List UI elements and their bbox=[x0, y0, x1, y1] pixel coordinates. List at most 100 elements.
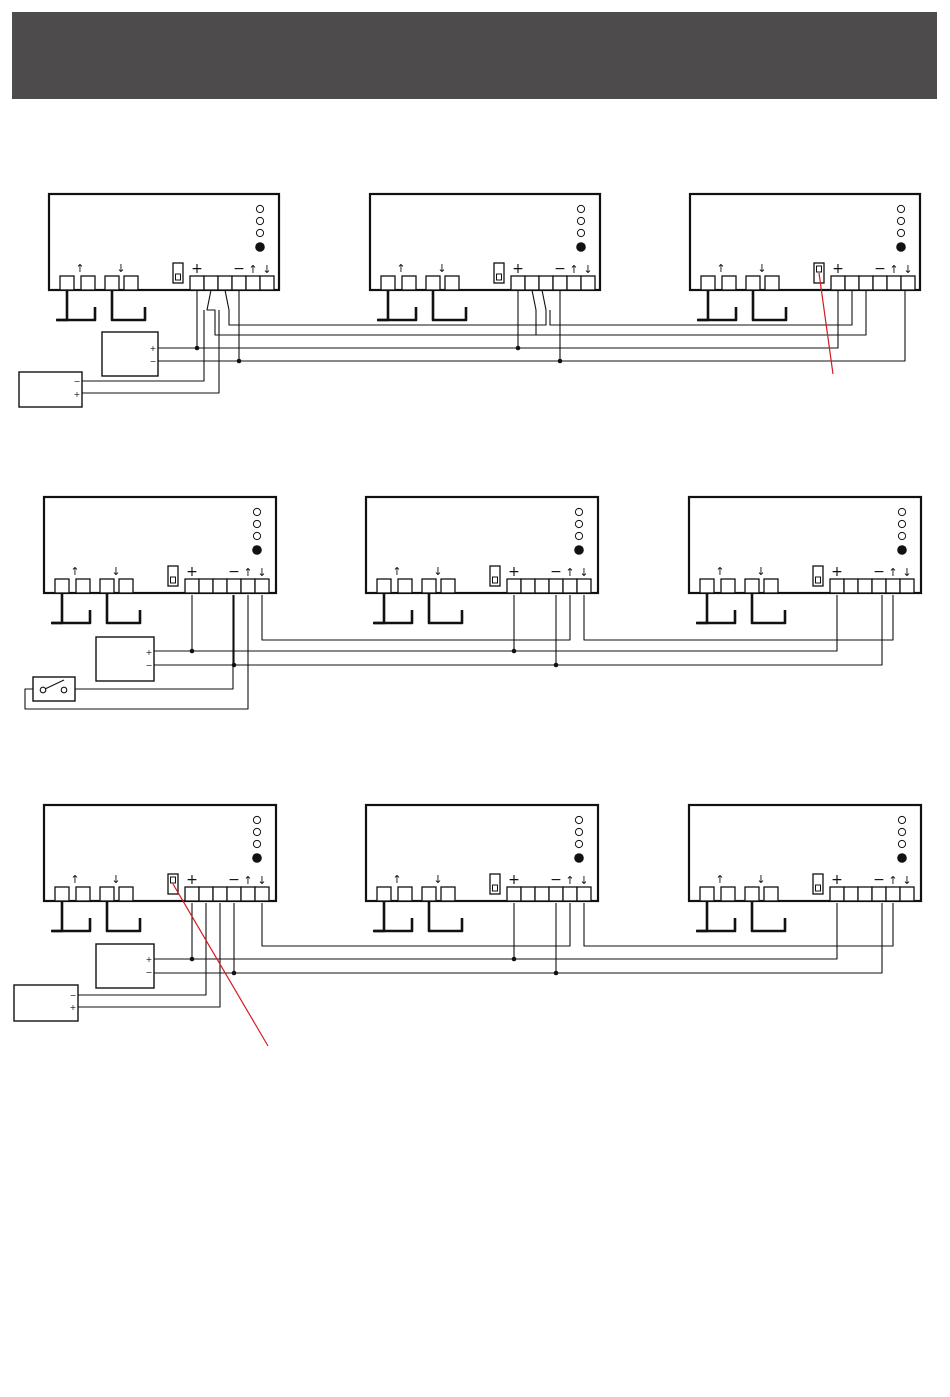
down-arrow-icon: ↓ bbox=[433, 565, 442, 578]
power-supply bbox=[96, 944, 154, 988]
control-terminal bbox=[218, 276, 232, 290]
status-led-off bbox=[577, 229, 584, 236]
minus-small: − bbox=[150, 357, 157, 366]
control-terminal bbox=[577, 579, 591, 593]
status-led-off bbox=[898, 508, 905, 515]
minus-small: − bbox=[146, 661, 153, 670]
dip-switch-lever bbox=[493, 885, 498, 891]
dip-switch-lever bbox=[171, 877, 176, 883]
motor-terminal bbox=[76, 887, 90, 901]
dip-switch-lever bbox=[171, 577, 176, 583]
status-led-off bbox=[256, 217, 263, 224]
control-terminal bbox=[535, 579, 549, 593]
control-terminal bbox=[507, 887, 521, 901]
wiring-diagram-2: ↑↓+−↑↓↑↓+−↑↓↑↓+−↑↓+− bbox=[25, 497, 921, 709]
motor-terminal bbox=[76, 579, 90, 593]
motor-terminal bbox=[441, 887, 455, 901]
status-led-off bbox=[898, 828, 905, 835]
motor-lead bbox=[374, 610, 412, 623]
motor-lead bbox=[378, 307, 416, 320]
control-terminal bbox=[563, 887, 577, 901]
status-led-on bbox=[896, 242, 906, 252]
motor-lead bbox=[107, 594, 140, 623]
motor-lead bbox=[696, 594, 707, 623]
status-led-off bbox=[898, 840, 905, 847]
controller-unit-5: ↑↓+−↑↓ bbox=[366, 497, 598, 623]
down-arrow-icon: ↓ bbox=[757, 262, 766, 275]
plus-small: + bbox=[74, 390, 81, 399]
control-terminal bbox=[886, 887, 900, 901]
plus-symbol: + bbox=[191, 261, 203, 277]
motor-terminal bbox=[124, 276, 138, 290]
control-terminal bbox=[900, 579, 914, 593]
motor-terminal bbox=[381, 276, 395, 290]
control-terminal bbox=[549, 579, 563, 593]
status-led-off bbox=[898, 816, 905, 823]
status-led-off bbox=[256, 205, 263, 212]
down-arrow-icon: ↓ bbox=[579, 874, 588, 887]
up-arrow-icon: ↑ bbox=[243, 874, 252, 887]
wiring-diagram-1: ↑↓+−↑↓↑↓+−↑↓↑↓+−↑↓+−−+ bbox=[19, 194, 920, 407]
power-supply-box bbox=[102, 332, 158, 376]
down-arrow-icon: ↓ bbox=[257, 874, 266, 887]
up-arrow-icon: ↑ bbox=[248, 263, 257, 276]
control-terminal bbox=[858, 887, 872, 901]
status-led-off bbox=[253, 520, 260, 527]
status-led-on bbox=[897, 853, 907, 863]
control-terminal bbox=[567, 276, 581, 290]
control-terminal bbox=[199, 579, 213, 593]
control-terminal bbox=[255, 579, 269, 593]
motor-lead bbox=[429, 594, 462, 623]
external-supply bbox=[14, 985, 78, 1021]
minus-small: − bbox=[70, 991, 77, 1000]
down-arrow-icon: ↓ bbox=[437, 262, 446, 275]
down-arrow-icon: ↓ bbox=[262, 263, 271, 276]
wire bbox=[234, 903, 882, 973]
control-terminal bbox=[563, 579, 577, 593]
plus-symbol: + bbox=[831, 872, 843, 888]
junction-dot bbox=[512, 957, 517, 962]
controller-unit-7: ↑↓+−↑↓ bbox=[44, 805, 276, 931]
control-terminal bbox=[232, 276, 246, 290]
motor-terminal bbox=[377, 887, 391, 901]
junction-dot bbox=[512, 649, 517, 654]
control-terminal bbox=[227, 579, 241, 593]
motor-terminal bbox=[100, 887, 114, 901]
down-arrow-icon: ↓ bbox=[756, 565, 765, 578]
down-arrow-icon: ↓ bbox=[902, 566, 911, 579]
motor-terminal bbox=[441, 579, 455, 593]
dip-switch-lever bbox=[816, 577, 821, 583]
motor-lead bbox=[52, 918, 90, 931]
status-led-off bbox=[577, 217, 584, 224]
motor-lead bbox=[373, 594, 384, 623]
control-terminal bbox=[241, 579, 255, 593]
external-supply bbox=[19, 372, 82, 407]
motor-terminal bbox=[764, 887, 778, 901]
dip-switch-lever bbox=[497, 274, 502, 280]
minus-symbol: − bbox=[228, 872, 240, 888]
plus-symbol: + bbox=[508, 872, 520, 888]
motor-terminal bbox=[105, 276, 119, 290]
minus-symbol: − bbox=[554, 261, 566, 277]
down-arrow-icon: ↓ bbox=[583, 263, 592, 276]
motor-lead bbox=[52, 610, 90, 623]
wire bbox=[262, 595, 570, 640]
power-supply bbox=[96, 637, 154, 681]
up-arrow-icon: ↑ bbox=[392, 873, 401, 886]
minus-symbol: − bbox=[233, 261, 245, 277]
motor-lead bbox=[374, 918, 412, 931]
plus-small: + bbox=[146, 648, 153, 657]
controller-unit-1: ↑↓+−↑↓ bbox=[49, 194, 279, 320]
motor-lead bbox=[429, 902, 462, 931]
junction-dot bbox=[516, 346, 521, 351]
motor-terminal bbox=[721, 579, 735, 593]
motor-terminal bbox=[700, 579, 714, 593]
controller-unit-9: ↑↓+−↑↓ bbox=[689, 805, 921, 931]
control-terminal bbox=[553, 276, 567, 290]
control-terminal bbox=[521, 887, 535, 901]
status-led-on bbox=[576, 242, 586, 252]
motor-lead bbox=[51, 594, 62, 623]
control-terminal bbox=[246, 276, 260, 290]
motor-terminal bbox=[55, 887, 69, 901]
up-arrow-icon: ↑ bbox=[716, 262, 725, 275]
